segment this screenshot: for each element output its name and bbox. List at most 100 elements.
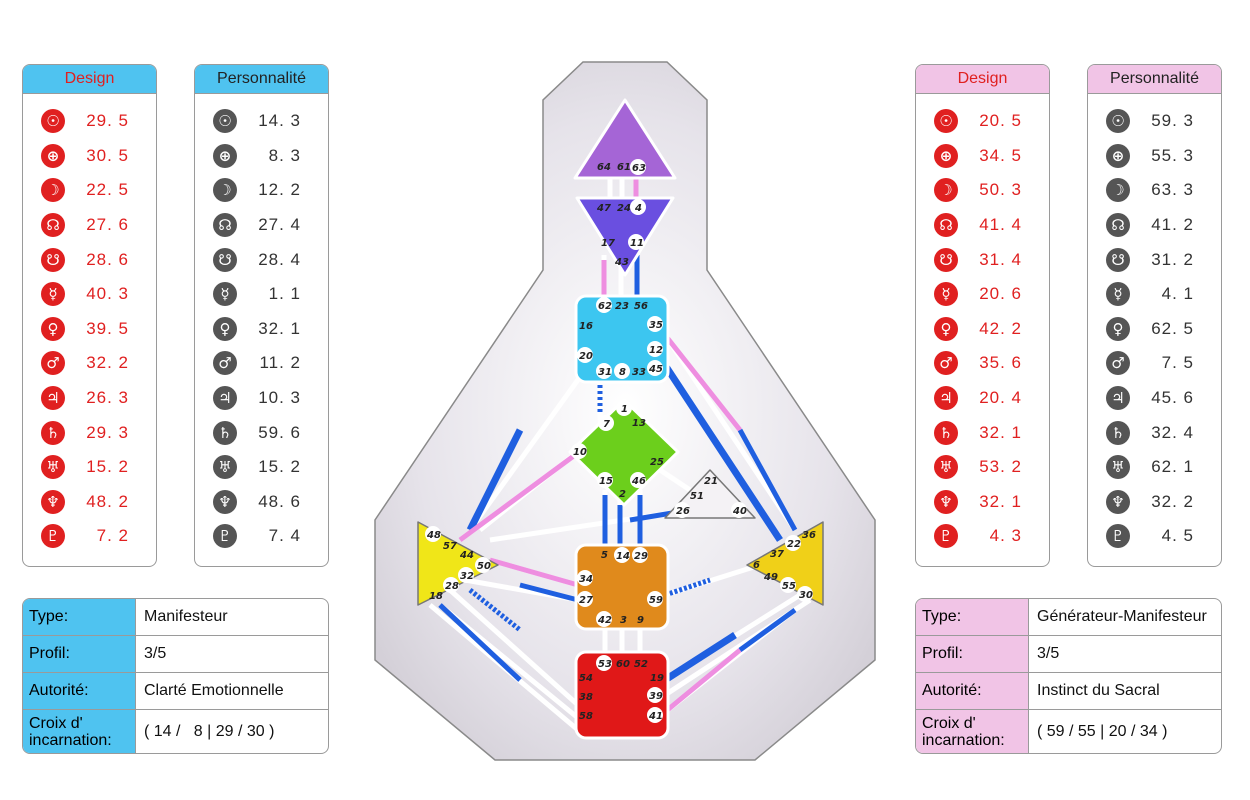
- moon-icon: ☽: [213, 178, 237, 203]
- planet-row: ☊41. 2: [1088, 208, 1221, 243]
- planet-gate-value: 15. 2: [86, 457, 129, 477]
- gate-label: 62: [598, 301, 612, 312]
- left-personality-header: Personnalité: [195, 65, 328, 94]
- gate-label: 34: [579, 574, 593, 585]
- channel-activations: [438, 172, 798, 714]
- planet-gate-value: 45. 6: [1151, 388, 1194, 408]
- planet-gate-value: 12. 2: [258, 180, 301, 200]
- gate-label: 14: [616, 551, 630, 562]
- venus-icon: ♀: [213, 316, 237, 341]
- gate-label: 27: [579, 595, 593, 606]
- profile-label: Profil:: [23, 636, 136, 672]
- gate-label: 50: [477, 561, 491, 572]
- earth-icon: ⊕: [213, 143, 237, 168]
- neptune-icon: ♆: [41, 489, 65, 514]
- planet-gate-value: 20. 4: [979, 388, 1022, 408]
- planet-row: ♅62. 1: [1088, 450, 1221, 485]
- planet-gate-value: 14. 3: [258, 111, 301, 131]
- gate-label: 7: [603, 419, 610, 430]
- gate-label: 42: [597, 615, 612, 626]
- type-label: Type:: [916, 599, 1029, 635]
- gate-label: 29: [634, 551, 648, 562]
- gate-label: 8: [619, 367, 626, 378]
- mercury-icon: ☿: [41, 282, 65, 307]
- gate-label: 45: [648, 364, 663, 375]
- pluto-icon: ♇: [1106, 524, 1130, 549]
- planet-gate-value: 28. 6: [86, 249, 129, 269]
- planet-gate-value: 42. 2: [979, 318, 1022, 338]
- moon-icon: ☽: [41, 178, 65, 203]
- mars-icon: ♂: [1106, 351, 1130, 376]
- gate-label: 59: [649, 595, 663, 606]
- planet-gate-value: 40. 3: [86, 284, 129, 304]
- cross-label: Croix d' incarnation:: [23, 710, 136, 753]
- type-value: Manifesteur: [144, 608, 228, 625]
- planet-row: ☿ 40. 3: [23, 277, 156, 312]
- sun-icon: ☉: [1106, 109, 1130, 134]
- planet-gate-value: 32. 1: [979, 422, 1022, 442]
- planet-gate-value: 11. 2: [259, 353, 301, 373]
- gate-label: 11: [630, 238, 644, 249]
- south-node-icon: ☋: [41, 247, 65, 272]
- planet-row: ☉29. 5: [23, 104, 156, 139]
- jupiter-icon: ♃: [41, 386, 65, 411]
- head-center: [573, 98, 677, 180]
- gate-label: 30: [799, 590, 813, 601]
- planet-row: ♀ 32. 1: [195, 312, 328, 347]
- saturn-icon: ♄: [41, 420, 65, 445]
- planet-row: ♅53. 2: [916, 450, 1049, 485]
- gate-label: 13: [632, 418, 646, 429]
- profile-value: 3/5: [1037, 645, 1060, 662]
- planet-row: ☋ 28. 6: [23, 242, 156, 277]
- planet-gate-value: 27. 6: [86, 215, 129, 235]
- jupiter-icon: ♃: [213, 386, 237, 411]
- gate-label: 23: [615, 301, 629, 312]
- planet-row: ♅15. 2: [23, 450, 156, 485]
- gate-label: 31: [598, 367, 612, 378]
- neptune-icon: ♆: [934, 489, 958, 514]
- planet-row: ♇4. 5: [1088, 519, 1221, 554]
- planet-row: ☽22. 5: [23, 173, 156, 208]
- planet-gate-value: 48. 6: [258, 491, 301, 511]
- right-design-header: Design: [916, 65, 1049, 94]
- gate-label: 38: [579, 692, 593, 703]
- mercury-icon: ☿: [934, 282, 958, 307]
- planet-gate-value: 32. 1: [258, 318, 301, 338]
- planet-row: ♃ 26. 3: [23, 381, 156, 416]
- planet-gate-value: 28. 4: [258, 249, 301, 269]
- north-node-icon: ☊: [41, 213, 65, 238]
- planet-row: ☽ 12. 2: [195, 173, 328, 208]
- profile-label: Profil:: [916, 636, 1029, 672]
- left-info-table: Type: Manifesteur Profil: 3/5 Autorité: …: [22, 598, 329, 754]
- authority-label: Autorité:: [916, 673, 1029, 709]
- gate-label: 22: [787, 539, 801, 550]
- planet-gate-value: 62. 1: [1151, 457, 1194, 477]
- gate-label: 37: [770, 549, 784, 560]
- planet-gate-value: 32. 2: [86, 353, 129, 373]
- planet-gate-value: 32. 2: [1151, 491, 1194, 511]
- type-value: Générateur-Manifesteur: [1037, 608, 1207, 625]
- venus-icon: ♀: [41, 316, 65, 341]
- gate-label: 63: [632, 163, 646, 174]
- gate-label: 64: [597, 162, 611, 173]
- gate-label: 20: [579, 351, 593, 362]
- planet-row: ☉59. 3: [1088, 104, 1221, 139]
- type-label: Type:: [23, 599, 136, 635]
- planet-gate-value: 26. 3: [86, 388, 129, 408]
- planet-row: ☽63. 3: [1088, 173, 1221, 208]
- planet-row: ♇7. 2: [23, 519, 156, 554]
- planet-row: ♄59. 6: [195, 415, 328, 450]
- planet-gate-value: 31. 4: [979, 249, 1022, 269]
- left-design-header: Design: [23, 65, 156, 94]
- planet-gate-value: 62. 5: [1151, 318, 1194, 338]
- gate-label: 4: [634, 203, 642, 214]
- planet-gate-value: 15. 2: [258, 457, 301, 477]
- gate-label: 32: [460, 571, 474, 582]
- sun-icon: ☉: [213, 109, 237, 134]
- left-personality-panel: Personnalité ☉14. 3⊕8. 3☽12. 2☊27. 4☋28.…: [194, 64, 329, 567]
- gate-label: 46: [631, 476, 646, 487]
- gate-label: 2: [619, 489, 626, 500]
- planet-row: ♃20. 4: [916, 381, 1049, 416]
- authority-value: Instinct du Sacral: [1037, 682, 1160, 699]
- mars-icon: ♂: [213, 351, 237, 376]
